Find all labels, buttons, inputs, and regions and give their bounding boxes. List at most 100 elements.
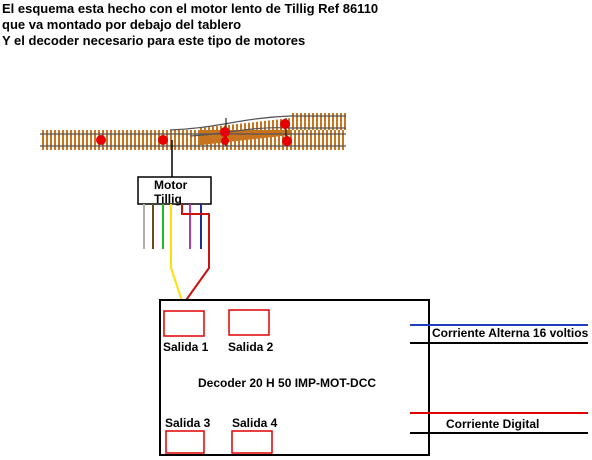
sleeper	[340, 113, 342, 130]
sleeper	[302, 130, 304, 150]
sleeper	[182, 130, 184, 150]
sleeper	[212, 126, 214, 144]
sleeper	[328, 113, 330, 130]
sleeper	[202, 130, 204, 150]
sleeper	[154, 130, 156, 150]
sleeper	[296, 113, 298, 130]
sleeper	[200, 128, 202, 145]
sleeper	[294, 130, 296, 150]
sleeper	[266, 130, 268, 150]
sleeper	[210, 130, 212, 150]
sleeper	[292, 113, 294, 130]
marker-dot	[158, 135, 168, 145]
sleeper	[262, 130, 264, 150]
sleeper	[70, 130, 72, 150]
sleeper	[240, 123, 242, 141]
motor-box	[137, 176, 212, 205]
marker-dot	[221, 137, 229, 145]
sleeper	[204, 127, 206, 145]
sleeper	[186, 130, 188, 150]
sleeper	[138, 130, 140, 150]
sleeper	[326, 130, 328, 150]
sleeper	[322, 130, 324, 150]
sleeper	[190, 130, 192, 150]
sleeper	[232, 124, 234, 142]
sleeper	[110, 130, 112, 150]
output-3-label: Salida 3	[165, 416, 211, 430]
sleeper	[320, 113, 322, 130]
power-wires	[410, 324, 588, 434]
marker-dot	[96, 135, 106, 145]
motor-label-2: Tillig	[154, 192, 182, 206]
sleeper	[142, 130, 144, 150]
sleeper	[334, 130, 336, 150]
sleeper	[206, 130, 208, 150]
sleeper	[298, 130, 300, 150]
sleeper	[42, 130, 44, 150]
sleeper	[308, 113, 310, 130]
digital-power-label: Corriente Digital	[446, 417, 539, 431]
sleeper	[170, 130, 172, 150]
wire-red	[178, 204, 210, 311]
sleeper	[146, 130, 148, 150]
sleeper	[252, 122, 254, 140]
sleeper	[264, 120, 266, 138]
sleeper	[178, 130, 180, 150]
sleeper	[336, 113, 338, 130]
sleeper	[274, 130, 276, 150]
sleeper	[342, 130, 344, 150]
caption: El esquema esta hecho con el motor lento…	[2, 1, 378, 49]
sleeper	[244, 123, 246, 141]
sleeper	[106, 130, 108, 150]
sleeper	[94, 130, 96, 150]
sleeper	[66, 130, 68, 150]
sleeper	[58, 130, 60, 150]
sleeper	[130, 130, 132, 150]
diverging-rail-outer	[169, 115, 346, 131]
sleeper	[304, 113, 306, 130]
sleeper	[46, 130, 48, 150]
sleeper	[174, 130, 176, 150]
caption-line-1: El esquema esta hecho con el motor lento…	[2, 1, 379, 16]
sleeper	[150, 130, 152, 150]
sleeper	[214, 130, 216, 150]
sleeper	[314, 130, 316, 150]
sleeper	[50, 130, 52, 150]
sleeper	[198, 130, 200, 150]
output-4-label: Salida 4	[232, 416, 278, 430]
marker-dot	[220, 127, 230, 137]
sleeper	[134, 130, 136, 150]
sleeper	[118, 130, 120, 150]
sleeper	[246, 130, 248, 150]
track-markers	[96, 119, 292, 146]
sleeper	[260, 121, 262, 139]
sleeper	[306, 130, 308, 150]
sleeper	[208, 127, 210, 145]
output-3-terminal	[165, 430, 205, 454]
sleeper	[242, 130, 244, 150]
sleeper	[86, 130, 88, 150]
sleeper	[324, 113, 326, 130]
sleeper	[300, 113, 302, 130]
sleeper	[310, 130, 312, 150]
sleeper	[278, 130, 280, 150]
sleeper	[230, 130, 232, 150]
sleeper	[82, 130, 84, 150]
sleeper	[344, 113, 346, 130]
sleeper	[316, 113, 318, 130]
sleeper	[126, 130, 128, 150]
output-2-terminal	[228, 309, 270, 336]
decoder-box	[159, 299, 430, 456]
sleeper	[90, 130, 92, 150]
output-1-terminal	[163, 310, 205, 337]
track-turnout	[40, 113, 346, 150]
sleeper	[234, 130, 236, 150]
sleeper	[254, 130, 256, 150]
sleeper	[250, 130, 252, 150]
decoder-title: Decoder 20 H 50 IMP-MOT-DCC	[198, 376, 376, 390]
sleeper	[268, 120, 270, 138]
caption-line-2: que va montado por debajo del tablero	[2, 17, 242, 32]
sleeper	[114, 130, 116, 150]
sleeper	[270, 130, 272, 150]
